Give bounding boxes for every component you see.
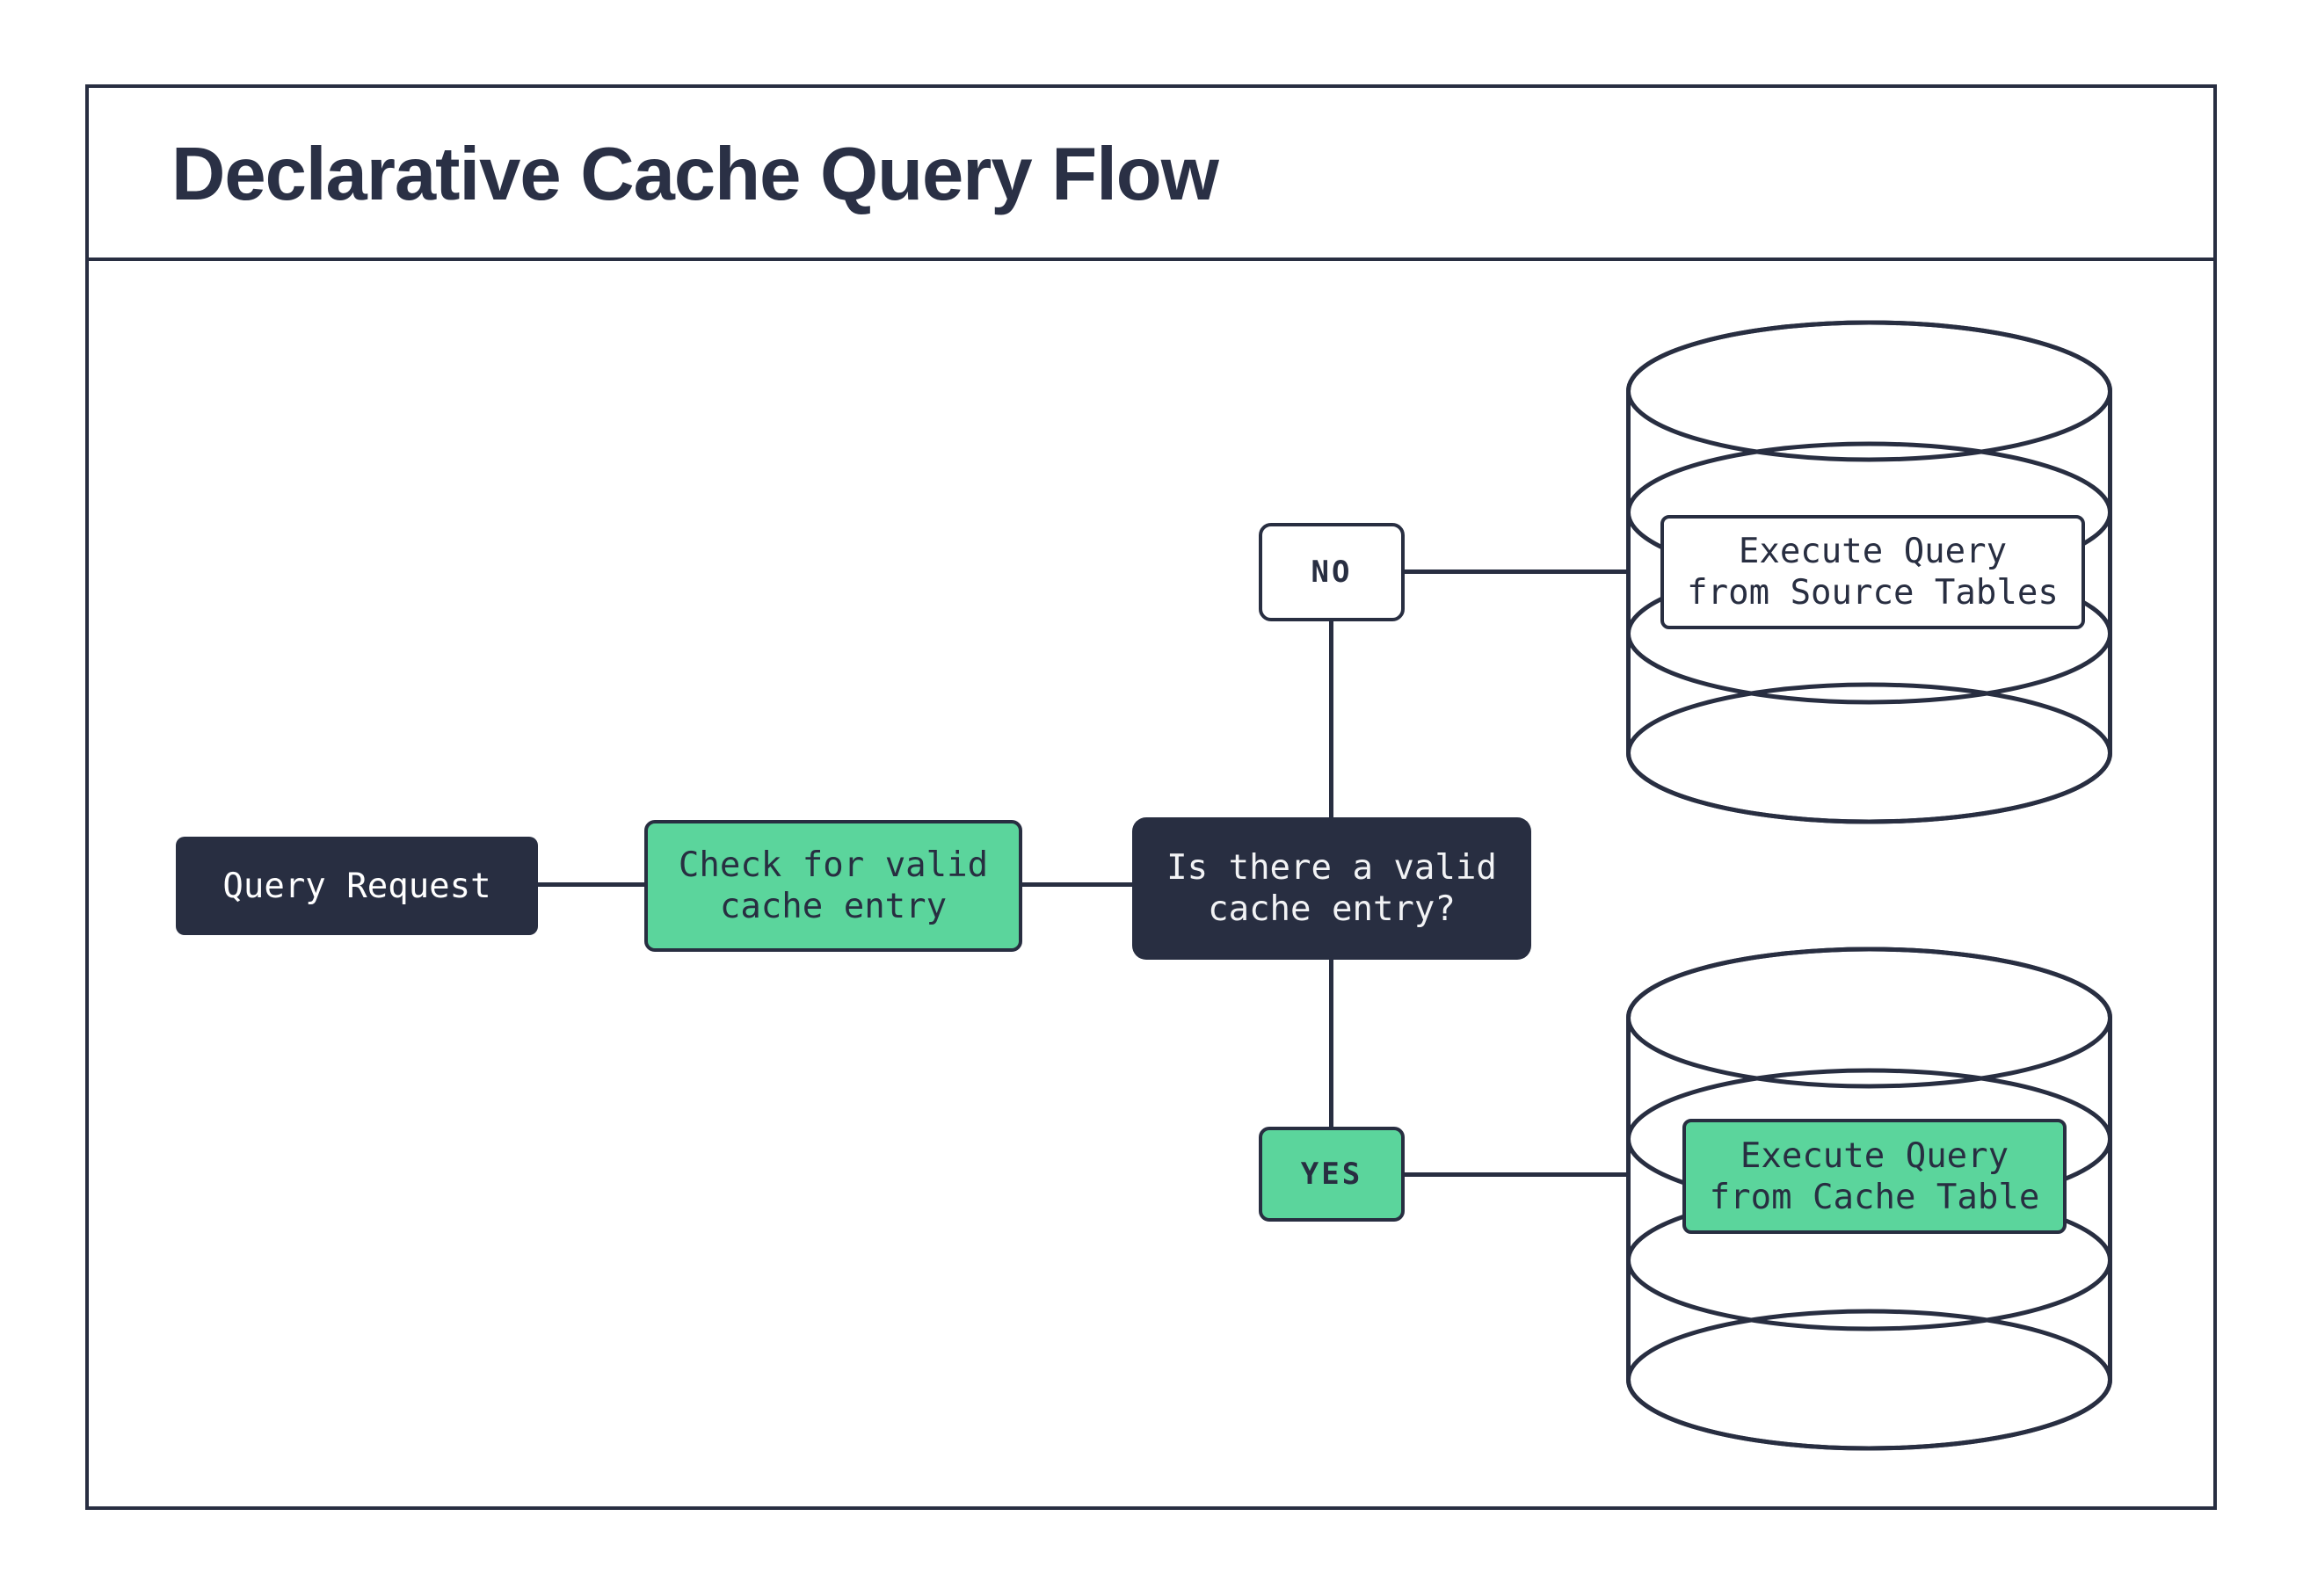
source-db-label: Execute Query from Source Tables bbox=[1660, 515, 2085, 629]
node-branch-no: NO bbox=[1259, 523, 1405, 621]
frame-border bbox=[85, 84, 2217, 1510]
page-title: Declarative Cache Query Flow bbox=[171, 133, 1219, 216]
connector-yes-to-cache-db bbox=[1405, 1172, 1631, 1177]
connector-check-to-decision bbox=[1022, 882, 1132, 887]
connector-no-to-source-db bbox=[1405, 569, 1631, 574]
node-decision-valid-cache: Is there a valid cache entry? bbox=[1132, 817, 1531, 960]
connector-decision-to-no bbox=[1329, 621, 1333, 817]
node-query-request: Query Request bbox=[176, 837, 538, 935]
node-check-cache: Check for valid cache entry bbox=[644, 820, 1022, 952]
cache-db-label: Execute Query from Cache Table bbox=[1682, 1119, 2067, 1234]
node-branch-yes: YES bbox=[1259, 1127, 1405, 1222]
connector-query-to-check bbox=[538, 882, 644, 887]
connector-decision-to-yes bbox=[1329, 960, 1333, 1127]
title-divider bbox=[85, 258, 2217, 261]
